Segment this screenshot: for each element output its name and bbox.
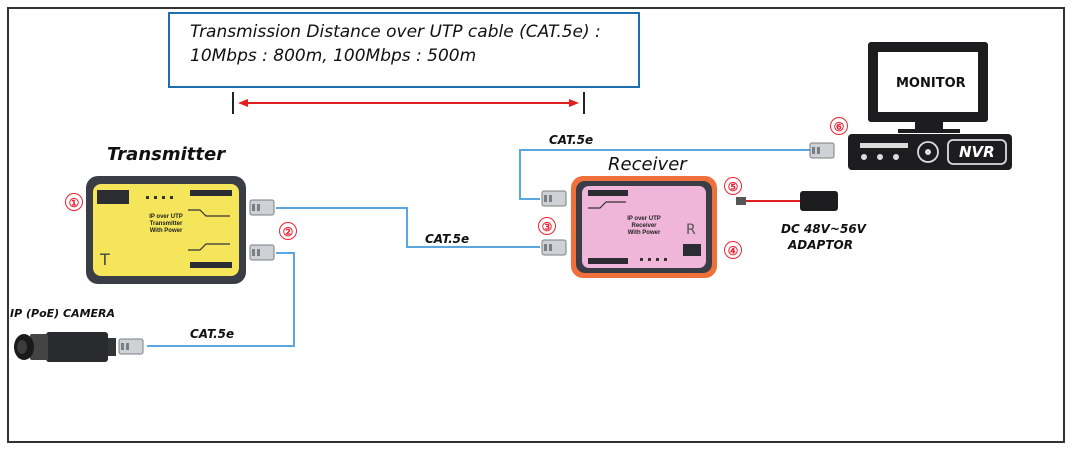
- adaptor-label-line-1: DC 48V~56V: [781, 222, 866, 236]
- camera-label: IP (PoE) CAMERA: [10, 307, 116, 320]
- marker-1: ①: [65, 193, 83, 211]
- receiver-device-text: IP over UTP Receiver With Power: [627, 216, 661, 236]
- diagram-frame: [7, 7, 1065, 443]
- receiver-title: Receiver: [608, 154, 687, 175]
- connector-tx-camera: [249, 244, 275, 261]
- cat5e-cables: [147, 149, 810, 347]
- transmitter-letter: T: [100, 250, 110, 269]
- distance-arrow: [232, 92, 585, 114]
- cable-camera-tx: [147, 252, 295, 347]
- ip-camera: [14, 332, 116, 362]
- monitor: [868, 42, 988, 133]
- marker-6: ⑥: [830, 117, 848, 135]
- nvr-label: NVR: [959, 143, 995, 161]
- cable-rx-nvr: [519, 149, 810, 200]
- nvr: [848, 134, 1012, 170]
- rj45-connectors: [118, 142, 835, 355]
- transmitter-title: Transmitter: [107, 144, 226, 165]
- connector-tx-out: [249, 199, 275, 216]
- distance-info-box: Transmission Distance over UTP cable (CA…: [168, 12, 640, 88]
- marker-2: ②: [279, 222, 297, 240]
- transmitter-device-text: IP over UTP Transmitter With Power: [149, 214, 183, 234]
- transmitter-device: [86, 176, 246, 284]
- connector-camera: [118, 338, 144, 355]
- cable-label-tx-rx: CAT.5e: [425, 232, 470, 246]
- cable-label-camera-tx: CAT.5e: [190, 327, 235, 341]
- receiver-letter: R: [686, 222, 696, 238]
- distance-info-line-2: 10Mbps : 800m, 100Mbps : 500m: [190, 46, 477, 66]
- distance-info-line-1: Transmission Distance over UTP cable (CA…: [190, 22, 601, 42]
- connector-rx-nvr: [541, 190, 567, 207]
- marker-3: ③: [538, 217, 556, 235]
- marker-5: ⑤: [724, 177, 742, 195]
- cable-label-rx-nvr: CAT.5e: [549, 133, 594, 147]
- power-adaptor: [736, 191, 838, 211]
- receiver-device: [571, 176, 717, 278]
- marker-4: ④: [724, 241, 742, 259]
- cable-tx-rx: [276, 207, 540, 248]
- connector-rx-in: [541, 239, 567, 256]
- monitor-label: MONITOR: [896, 76, 966, 91]
- adaptor-label-line-2: ADAPTOR: [788, 238, 853, 252]
- connector-nvr: [809, 142, 835, 159]
